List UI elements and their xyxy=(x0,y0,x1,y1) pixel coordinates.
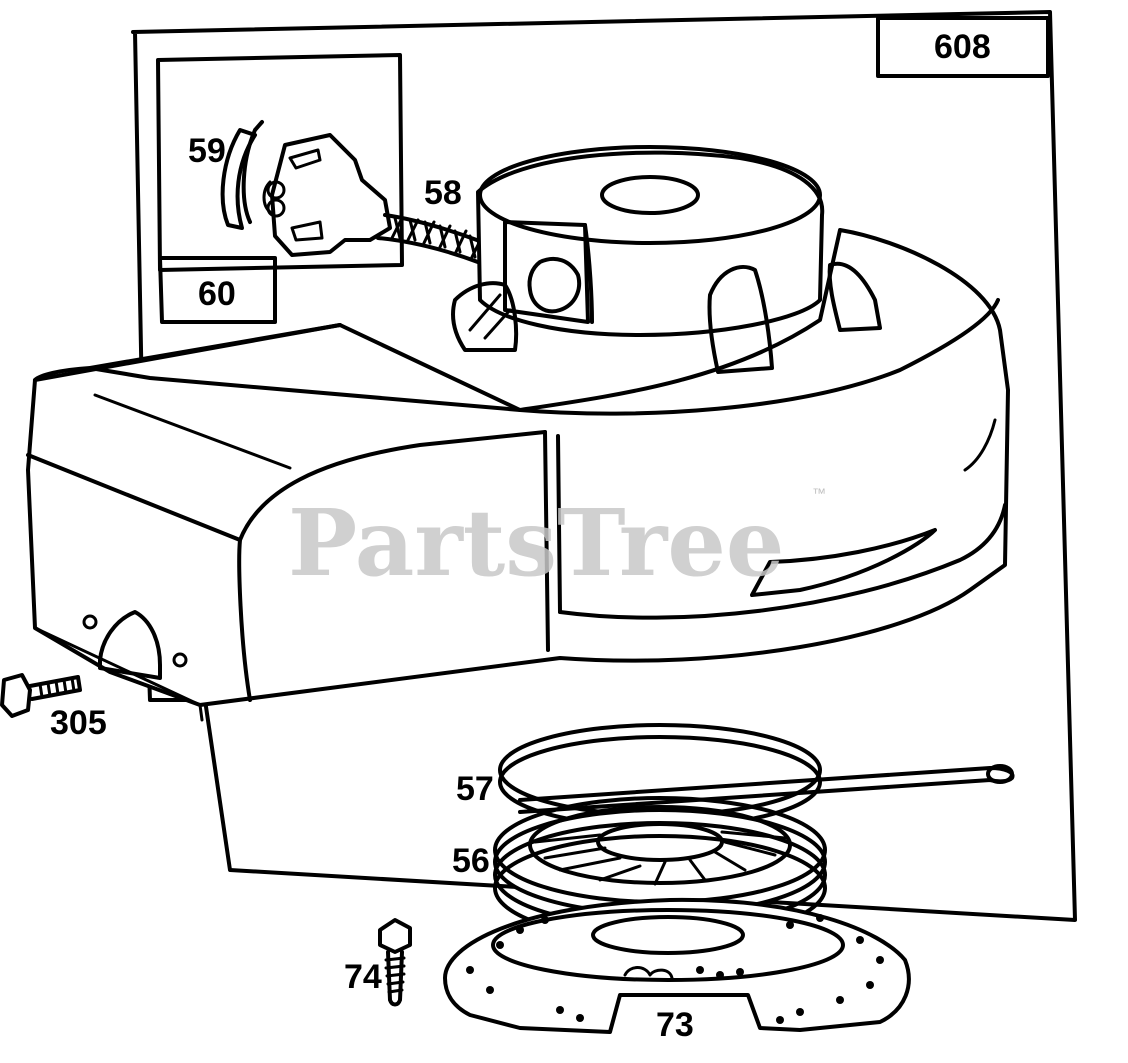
part-label-58[interactable]: 58 xyxy=(424,174,462,212)
label-box-608[interactable]: 608 xyxy=(876,16,1050,78)
starter-cup[interactable] xyxy=(451,145,882,374)
starter-housing-base[interactable]: 73 xyxy=(443,897,911,1044)
watermark-text: PartsTree xyxy=(288,489,784,597)
part-label-56[interactable]: 56 xyxy=(452,842,490,880)
part-label-74[interactable]: 74 xyxy=(344,958,382,996)
spark-plug-boot[interactable]: 59 xyxy=(188,120,392,257)
blower-housing[interactable] xyxy=(26,228,1010,722)
part-label-57[interactable]: 57 xyxy=(456,770,494,808)
part-label-59[interactable]: 59 xyxy=(188,132,226,170)
inset-box: 60 xyxy=(156,53,404,324)
watermark-trademark: ™ xyxy=(812,485,826,501)
watermark: PartsTree ™ xyxy=(288,485,826,597)
bolt-305[interactable]: 305 xyxy=(0,673,107,742)
part-label-73[interactable]: 73 xyxy=(656,1006,694,1044)
part-label-60[interactable]: 60 xyxy=(198,275,236,313)
part-label-305[interactable]: 305 xyxy=(50,704,107,742)
screw-74[interactable]: 74 xyxy=(344,918,412,1007)
part-label-608[interactable]: 608 xyxy=(934,28,991,66)
